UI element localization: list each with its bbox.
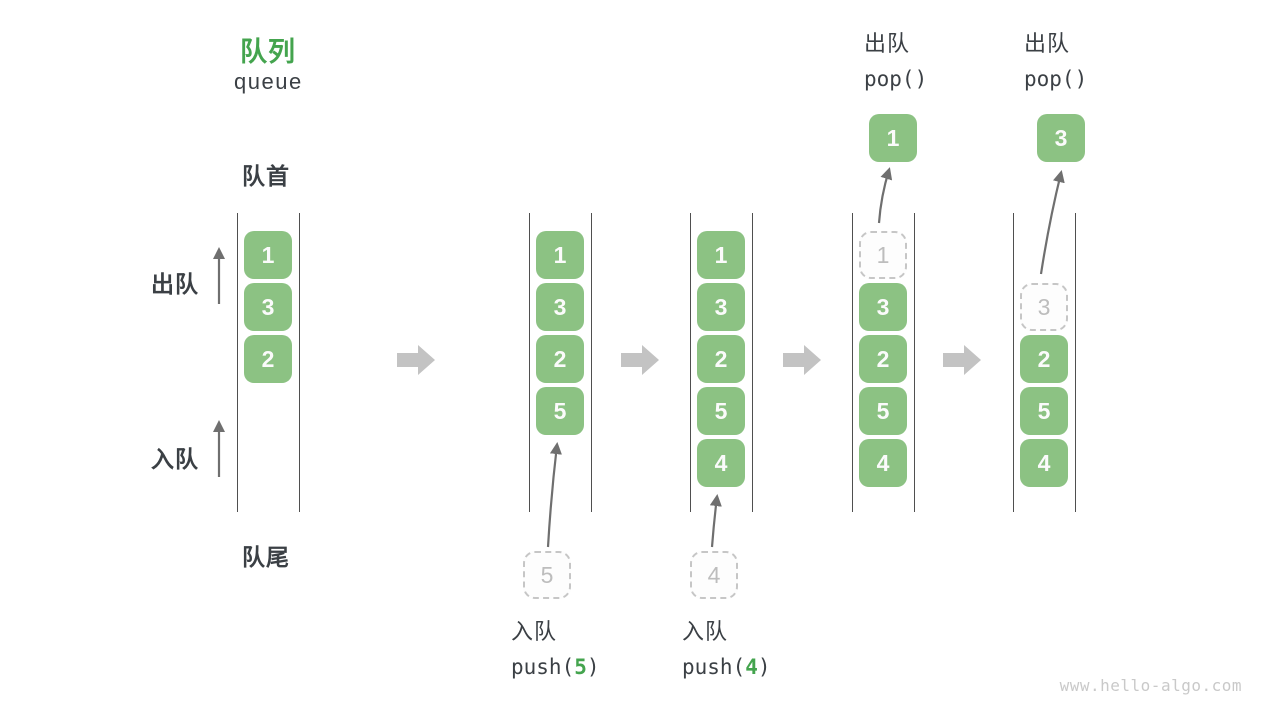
enqueue-op-code: push(4) [682, 655, 771, 679]
state-transition-arrow [943, 345, 981, 375]
enqueue-code-text: ) [586, 655, 600, 679]
state-transition-arrow [621, 345, 659, 375]
label-queue-front: 队首 [242, 163, 290, 189]
enqueue-pending-box: 5 [523, 551, 571, 599]
queue-cell: 3 [859, 283, 907, 331]
queue-cell: 2 [1020, 335, 1068, 383]
popped-value-box: 3 [1037, 114, 1085, 162]
dequeue-op-label: 出队 pop() [864, 26, 927, 91]
queue-cell-ghost: 3 [1020, 283, 1068, 331]
queue-cell: 1 [536, 231, 584, 279]
enqueue-op-label-zh: 入队 [682, 619, 729, 644]
dequeue-op-code: pop() [1024, 67, 1088, 91]
queue-cell: 3 [536, 283, 584, 331]
enqueue-op-label-zh: 入队 [511, 619, 558, 644]
enqueue-code-text: push( [511, 655, 575, 679]
enqueue-code-text: push( [682, 655, 746, 679]
queue-cell: 2 [859, 335, 907, 383]
enqueue-code-text: ) [757, 655, 771, 679]
state-transition-arrow [397, 345, 435, 375]
dequeue-op-label: 出队 pop() [1024, 26, 1087, 91]
queue-cell: 4 [859, 439, 907, 487]
label-dequeue-side: 出队 [151, 271, 199, 297]
queue-cell: 3 [697, 283, 745, 331]
state-transition-arrow [783, 345, 821, 375]
dequeue-op-code: pop() [864, 67, 928, 91]
queue-cell: 2 [244, 335, 292, 383]
queue-cell: 5 [1020, 387, 1068, 435]
enqueue-op-label: 入队 push(4) [682, 614, 771, 679]
queue-cell: 2 [697, 335, 745, 383]
queue-cell-ghost: 1 [859, 231, 907, 279]
queue-cell: 4 [697, 439, 745, 487]
watermark: www.hello-algo.com [1059, 676, 1242, 695]
queue-cell: 4 [1020, 439, 1068, 487]
queue-cell: 5 [697, 387, 745, 435]
queue-cell: 5 [859, 387, 907, 435]
dequeue-op-label-zh: 出队 [864, 31, 911, 56]
queue-cell: 2 [536, 335, 584, 383]
enqueue-op-label: 入队 push(5) [511, 614, 600, 679]
label-queue-rear: 队尾 [242, 544, 290, 570]
queue-cell: 5 [536, 387, 584, 435]
diagram-title-en: queue [234, 69, 303, 94]
label-enqueue-side: 入队 [151, 446, 199, 472]
queue-cell: 1 [244, 231, 292, 279]
enqueue-arg: 4 [745, 655, 758, 679]
queue-cell: 1 [697, 231, 745, 279]
enqueue-pending-box: 4 [690, 551, 738, 599]
queue-cell: 3 [244, 283, 292, 331]
enqueue-arg: 5 [574, 655, 587, 679]
dequeue-op-label-zh: 出队 [1024, 31, 1071, 56]
diagram-title-zh: 队列 [240, 37, 296, 67]
enqueue-op-code: push(5) [511, 655, 600, 679]
popped-value-box: 1 [869, 114, 917, 162]
